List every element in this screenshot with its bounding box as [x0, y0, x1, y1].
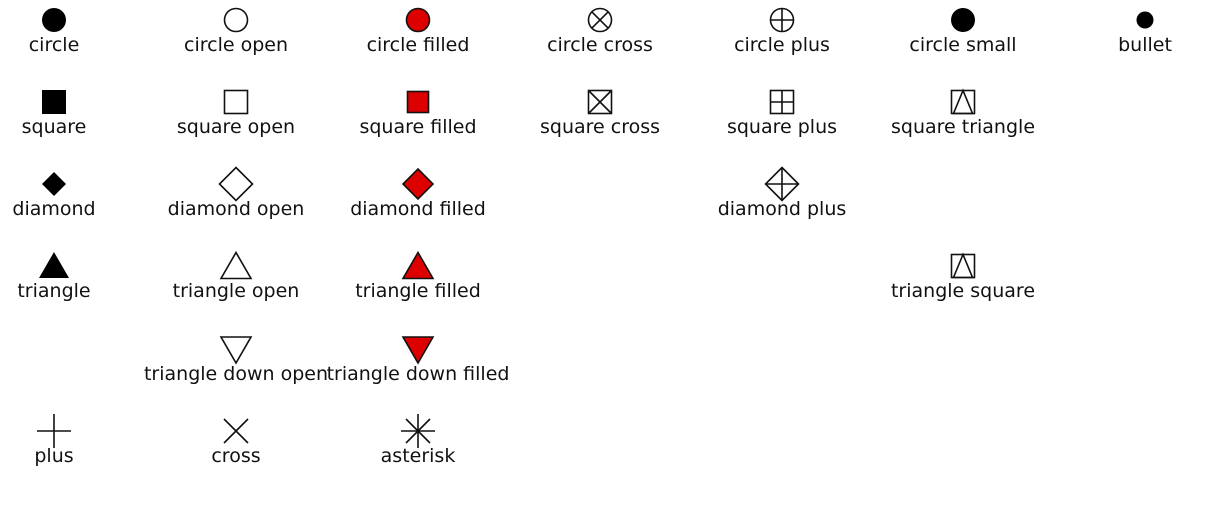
marker-cell-circle-filled: circle filled — [327, 0, 509, 80]
marker-cell-square-cross: square cross — [509, 82, 691, 162]
square-plus-icon — [769, 89, 795, 115]
marker-cell-triangle-down-filled: triangle down filled — [327, 329, 509, 409]
square-triangle-icon — [950, 88, 976, 115]
marker-cell-diamond: diamond — [0, 164, 145, 244]
marker-cell-plus: plus — [0, 411, 145, 491]
marker-label: diamond plus — [717, 198, 847, 220]
marker-cell-square-triangle: square triangle — [872, 82, 1054, 162]
triangle-square-icon — [950, 252, 976, 279]
marker-label: triangle filled — [355, 280, 481, 302]
marker-label: asterisk — [380, 445, 456, 467]
marker-label: square cross — [539, 116, 661, 138]
marker-label: bullet — [1118, 34, 1172, 56]
marker-label: cross — [211, 445, 261, 467]
marker-cell-bullet: bullet — [1054, 0, 1208, 80]
marker-cell-circle: circle — [0, 0, 145, 80]
marker-label: plus — [34, 445, 74, 467]
marker-label: triangle — [17, 280, 91, 302]
circle-solid-icon — [42, 8, 66, 32]
diamond-solid-icon — [42, 172, 66, 196]
marker-cell-triangle: triangle — [0, 246, 145, 326]
marker-cell-diamond-filled: diamond filled — [327, 164, 509, 244]
marker-cell-diamond-open: diamond open — [145, 164, 327, 244]
triangle-down-filled-icon — [401, 336, 435, 365]
triangle-open-icon — [219, 250, 253, 280]
square-open-icon — [223, 89, 249, 115]
marker-cell-circle-plus: circle plus — [691, 0, 873, 80]
triangle-filled-icon — [401, 250, 435, 280]
marker-cell-circle-small: circle small — [872, 0, 1054, 80]
marker-cell-circle-cross: circle cross — [509, 0, 691, 80]
marker-label: circle — [28, 34, 80, 56]
square-cross-icon — [587, 89, 613, 115]
circle-filled-icon — [405, 7, 431, 33]
marker-label: square open — [176, 116, 296, 138]
asterisk-icon — [401, 414, 435, 448]
marker-label: triangle down open — [143, 363, 329, 385]
plus-icon — [37, 414, 71, 448]
bullet-icon — [1136, 11, 1154, 29]
marker-label: circle small — [909, 34, 1017, 56]
marker-cell-diamond-plus: diamond plus — [691, 164, 873, 244]
circle-small-icon — [951, 8, 975, 32]
marker-label: triangle open — [172, 280, 300, 302]
cross-icon — [223, 418, 249, 444]
marker-label: circle plus — [734, 34, 830, 56]
marker-label: square — [21, 116, 87, 138]
marker-cell-square-open: square open — [145, 82, 327, 162]
circle-plus-icon — [769, 7, 795, 33]
marker-label: square triangle — [890, 116, 1036, 138]
marker-cell-circle-open: circle open — [145, 0, 327, 80]
triangle-down-open-icon — [219, 336, 253, 365]
marker-cell-triangle-filled: triangle filled — [327, 246, 509, 326]
marker-cell-square: square — [0, 82, 145, 162]
marker-label: circle open — [184, 34, 288, 56]
marker-cell-cross: cross — [145, 411, 327, 491]
diamond-open-icon — [218, 166, 254, 202]
marker-cell-square-plus: square plus — [691, 82, 873, 162]
marker-cell-triangle-open: triangle open — [145, 246, 327, 326]
diamond-filled-icon — [401, 167, 435, 201]
circle-open-icon — [223, 7, 249, 33]
marker-label: circle filled — [366, 34, 470, 56]
marker-label: circle cross — [547, 34, 653, 56]
square-solid-icon — [42, 90, 66, 114]
marker-label: square filled — [359, 116, 477, 138]
triangle-solid-icon — [39, 252, 69, 278]
marker-cell-square-filled: square filled — [327, 82, 509, 162]
circle-cross-icon — [587, 7, 613, 33]
marker-label: triangle square — [890, 280, 1036, 302]
marker-label: triangle down filled — [326, 363, 510, 385]
diamond-plus-icon — [764, 166, 800, 202]
marker-cell-triangle-down-open: triangle down open — [144, 329, 328, 409]
marker-label: diamond open — [167, 198, 305, 220]
square-filled-icon — [406, 90, 430, 114]
marker-label: square plus — [726, 116, 838, 138]
marker-label: diamond — [12, 198, 96, 220]
marker-cell-triangle-square: triangle square — [872, 246, 1054, 326]
marker-label: diamond filled — [350, 198, 486, 220]
marker-cell-asterisk: asterisk — [327, 411, 509, 491]
